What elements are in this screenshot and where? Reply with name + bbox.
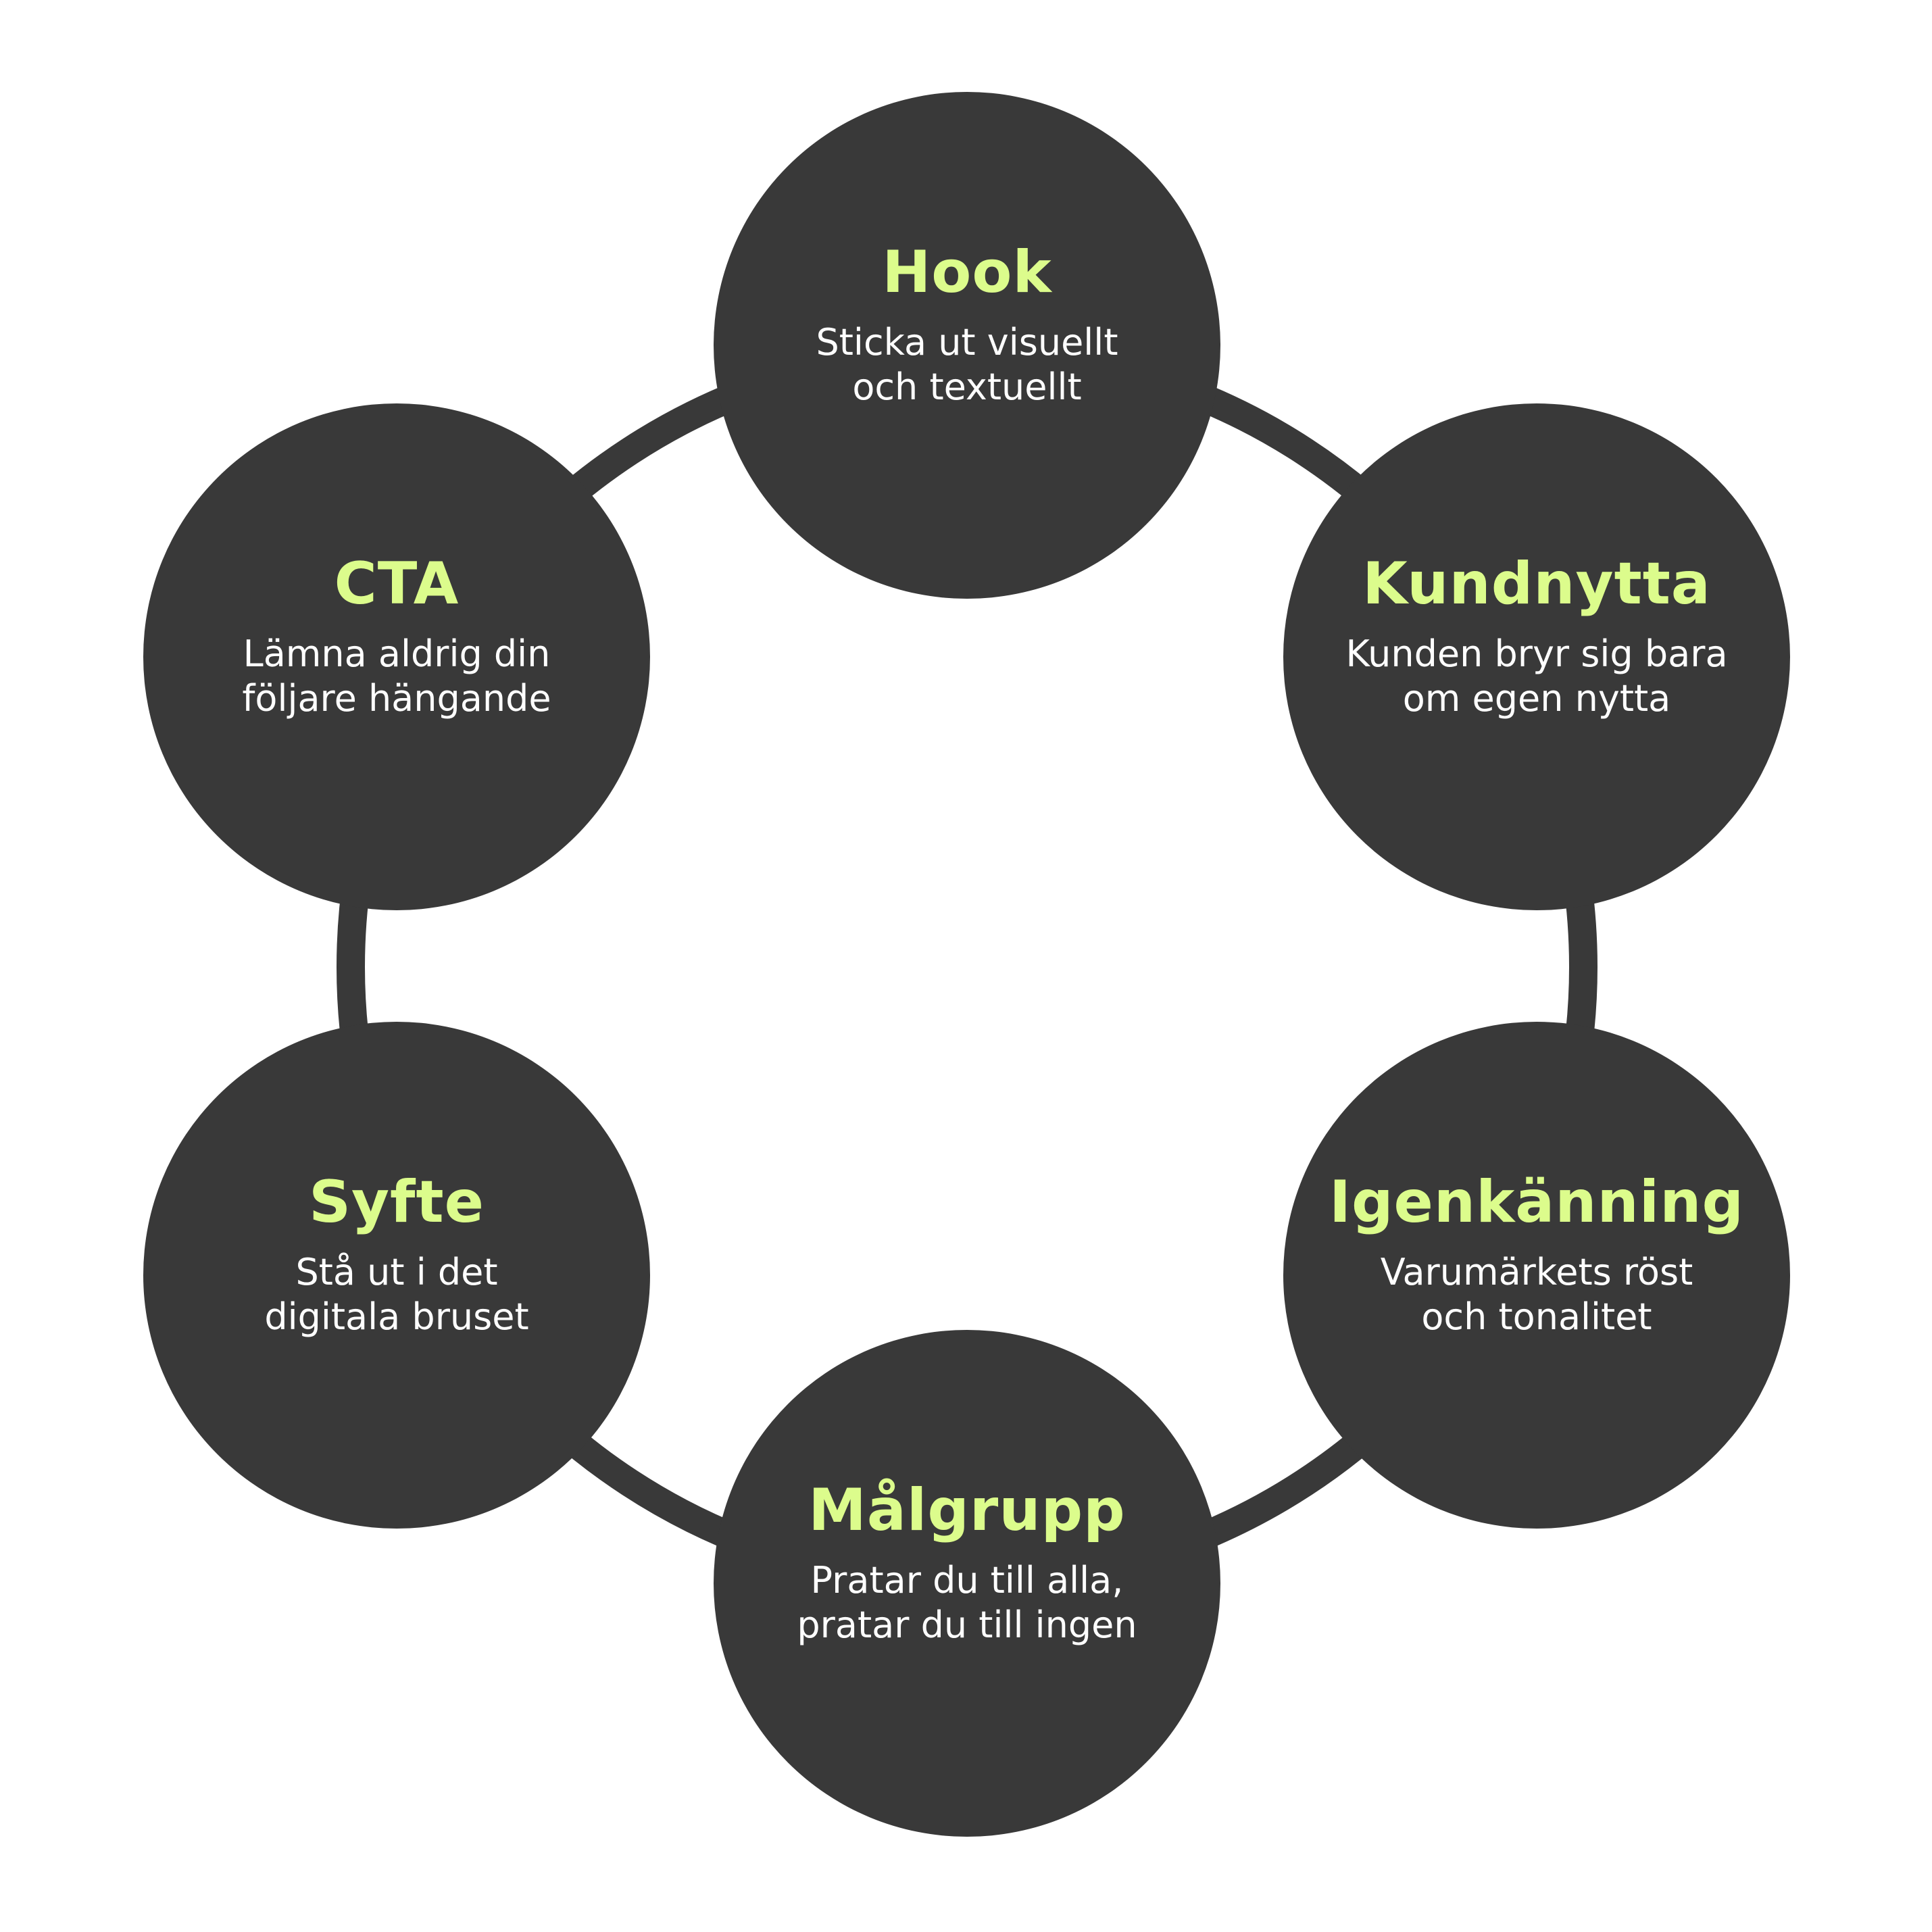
node-syfte: Syfte Stå ut i det digitala bruset	[143, 1022, 650, 1529]
node-title: Igenkänning	[1329, 1168, 1745, 1236]
node-description: Varumärkets röst och tonalitet	[1380, 1251, 1693, 1339]
node-description: Stå ut i det digitala bruset	[264, 1251, 529, 1339]
node-title: Syfte	[309, 1168, 485, 1236]
node-description: Sticka ut visuellt och textuellt	[816, 321, 1118, 409]
node-title: Kundnytta	[1362, 549, 1711, 618]
node-title: Hook	[882, 238, 1052, 306]
node-description: Lämna aldrig din följare hängande	[242, 633, 551, 720]
node-igenkanning: Igenkänning Varumärkets röst och tonalit…	[1283, 1022, 1790, 1529]
node-kundnytta: Kundnytta Kunden bryr sig bara om egen n…	[1283, 403, 1790, 910]
node-hook: Hook Sticka ut visuellt och textuellt	[714, 92, 1220, 599]
node-title: CTA	[334, 549, 460, 618]
node-cta: CTA Lämna aldrig din följare hängande	[143, 403, 650, 910]
node-description: Kunden bryr sig bara om egen nytta	[1345, 633, 1728, 720]
node-title: Målgrupp	[808, 1476, 1126, 1544]
node-malgrupp: Målgrupp Pratar du till alla, pratar du …	[714, 1330, 1220, 1837]
node-description: Pratar du till alla, pratar du till inge…	[797, 1559, 1137, 1647]
